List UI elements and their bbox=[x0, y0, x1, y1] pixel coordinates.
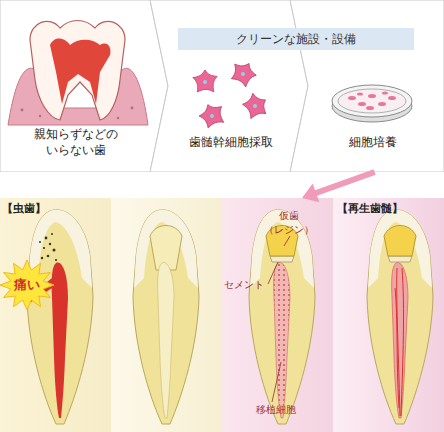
stage-panel: 【再生歯髄】 bbox=[333, 198, 444, 432]
step-panel-shape bbox=[0, 0, 168, 172]
tooth-outline bbox=[133, 210, 199, 424]
stage-panel: 【虫歯】痛い bbox=[0, 198, 111, 432]
node-label: セメント bbox=[224, 278, 274, 292]
tooth-cleaned bbox=[133, 210, 199, 424]
node-label: 仮歯 （レジン） bbox=[260, 209, 318, 236]
plain-panel bbox=[111, 198, 222, 432]
node-label: 歯髄幹細胞採取 bbox=[164, 134, 298, 150]
node-label: クリーンな施設・設備 bbox=[178, 31, 414, 47]
node-label: 移植細胞 bbox=[256, 403, 316, 417]
pain-burst: 痛い bbox=[0, 260, 54, 310]
stage-panel: 仮歯 （レジン） セメント移植細胞 bbox=[222, 198, 333, 432]
node-label: 細胞培養 bbox=[308, 134, 438, 150]
node-label: 【虫歯】 bbox=[2, 202, 102, 217]
step-panel-shape bbox=[150, 0, 308, 172]
facility-banner: クリーンな施設・設備 bbox=[178, 28, 414, 50]
step-panel: 細胞培養 bbox=[290, 0, 444, 172]
empty-canal bbox=[158, 263, 174, 418]
node-label: 親知らずなどの いらない歯 bbox=[14, 126, 138, 158]
enamel bbox=[134, 210, 198, 288]
node-label: 【再生歯髄】 bbox=[337, 202, 441, 217]
arrow-shaft bbox=[313, 172, 374, 194]
step-panel: 歯髄幹細胞採取 bbox=[150, 0, 308, 172]
step-panel: 親知らずなどの いらない歯 bbox=[0, 0, 168, 172]
step-panel-shape bbox=[290, 0, 444, 172]
pain-burst-shape bbox=[0, 260, 54, 310]
cavity bbox=[150, 226, 182, 271]
node-label: 痛い bbox=[0, 276, 54, 294]
